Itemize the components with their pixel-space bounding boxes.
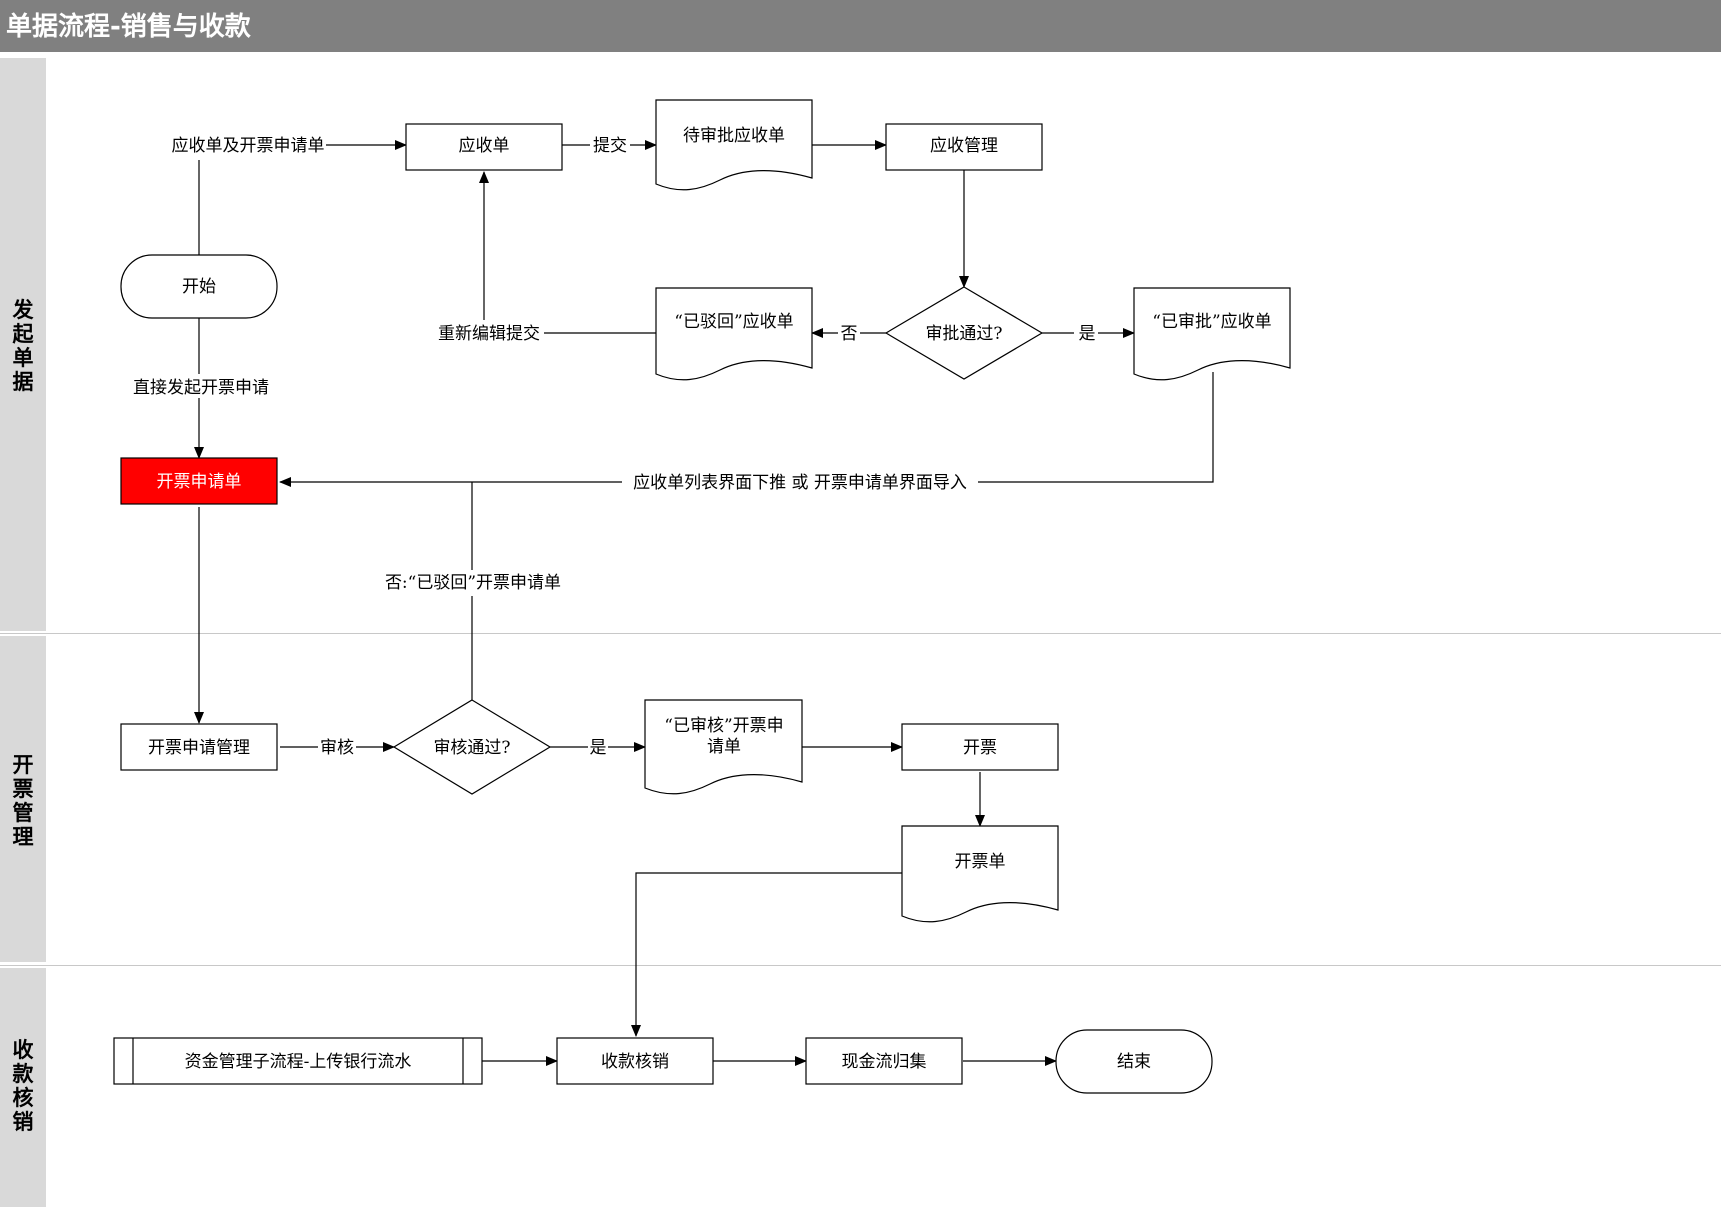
- page-title: 单据流程-销售与收款: [6, 12, 251, 42]
- lane-title-writeoff: 收款核销: [12, 1038, 34, 1134]
- document-shape: [901, 825, 1059, 923]
- lane-separator: [0, 633, 1721, 634]
- node-invoice: 开票单: [901, 825, 1059, 923]
- node-label: 开票单: [955, 852, 1006, 872]
- node-label: 应收管理: [930, 136, 998, 156]
- title-bar: 单据流程-销售与收款: [0, 0, 1721, 52]
- node-start: 开始: [120, 254, 278, 319]
- process-box-highlighted: [120, 457, 278, 505]
- lane-label-initiate: 发起单据: [0, 58, 46, 631]
- decision-diamond: [392, 699, 552, 795]
- node-label: 开票申请管理: [148, 738, 250, 758]
- edge-label-review: 审核: [320, 738, 354, 758]
- node-label-line2: 请单: [707, 737, 741, 757]
- edge-label-resubmit: 重新编辑提交: [438, 324, 540, 344]
- document-shape: [1133, 287, 1291, 381]
- node-cash-flow: 现金流归集: [805, 1037, 963, 1085]
- node-label: 待审批应收单: [683, 126, 785, 146]
- lane-label-invoice-mgmt: 开票管理: [0, 636, 46, 962]
- node-label: 审批通过?: [925, 324, 1002, 344]
- terminator-shape: [120, 254, 278, 319]
- document-shape: [644, 699, 803, 795]
- node-fund-subprocess: 资金管理子流程-上传银行流水: [113, 1037, 483, 1085]
- edge-label-ar-and-invoice-req: 应收单及开票申请单: [172, 136, 325, 156]
- node-approved-ar: “已审批”应收单: [1133, 287, 1291, 381]
- node-ar-doc: 应收单: [405, 123, 563, 171]
- node-label: 开始: [182, 277, 216, 297]
- node-label: 资金管理子流程-上传银行流水: [185, 1052, 412, 1072]
- connectors: [194, 140, 1214, 1066]
- process-box: [556, 1037, 714, 1085]
- connector-approved-down: [978, 372, 1214, 483]
- node-invoice-mgmt: 开票申请管理: [120, 723, 278, 771]
- node-label: 应收单: [459, 136, 510, 156]
- process-box: [805, 1037, 963, 1085]
- edge-label-direct-invoice: 直接发起开票申请: [133, 378, 269, 398]
- process-box: [120, 723, 278, 771]
- decision-diamond: [884, 286, 1044, 380]
- edge-label-submit: 提交: [593, 136, 627, 156]
- node-writeoff: 收款核销: [556, 1037, 714, 1085]
- edge-label-yes: 是: [1079, 324, 1096, 344]
- node-label: “已驳回”应收单: [674, 312, 793, 332]
- node-pending-ar: 待审批应收单: [655, 99, 813, 191]
- node-label: 审核通过?: [433, 738, 510, 758]
- node-rejected-ar: “已驳回”应收单: [655, 287, 813, 381]
- terminator-shape: [1055, 1029, 1213, 1094]
- edge-label-rejected-invoice: 否:“已驳回”开票申请单: [385, 573, 561, 593]
- node-label-line1: “已审核”开票申: [664, 716, 783, 736]
- node-label: 结束: [1117, 1052, 1151, 1072]
- process-box: [901, 723, 1059, 771]
- document-shape: [655, 287, 813, 381]
- edge-labels: 应收单及开票申请单 提交 重新编辑提交 否 是 直接发起开票申请 应收单列表界面…: [133, 136, 1096, 758]
- connector-invoice-to-writeoff: [631, 872, 902, 1037]
- node-label: 开票申请单: [157, 472, 242, 492]
- node-ar-mgmt: 应收管理: [885, 123, 1043, 171]
- node-label: “已审批”应收单: [1152, 312, 1271, 332]
- node-invoice-request: 开票申请单: [120, 457, 278, 505]
- edge-label-yes2: 是: [590, 738, 607, 758]
- node-issue-invoice: 开票: [901, 723, 1059, 771]
- edge-label-push-down: 应收单列表界面下推 或 开票申请单界面导入: [633, 473, 967, 493]
- node-label: 现金流归集: [842, 1052, 927, 1072]
- edge-label-no: 否: [841, 324, 858, 344]
- node-reviewed-request: “已审核”开票申 请单: [644, 699, 803, 795]
- node-label: 收款核销: [601, 1052, 669, 1072]
- lane-label-writeoff: 收款核销: [0, 968, 46, 1207]
- lane-separator: [0, 965, 1721, 966]
- node-review-decision: 审核通过?: [392, 699, 552, 795]
- lane-title-initiate: 发起单据: [12, 298, 34, 394]
- node-approve-decision: 审批通过?: [884, 286, 1044, 380]
- process-box: [405, 123, 563, 171]
- subprocess-box: [113, 1037, 483, 1085]
- node-label: 开票: [963, 738, 997, 758]
- node-end: 结束: [1055, 1029, 1213, 1094]
- document-shape: [655, 99, 813, 191]
- process-box: [885, 123, 1043, 171]
- lane-title-invoice-mgmt: 开票管理: [12, 753, 34, 849]
